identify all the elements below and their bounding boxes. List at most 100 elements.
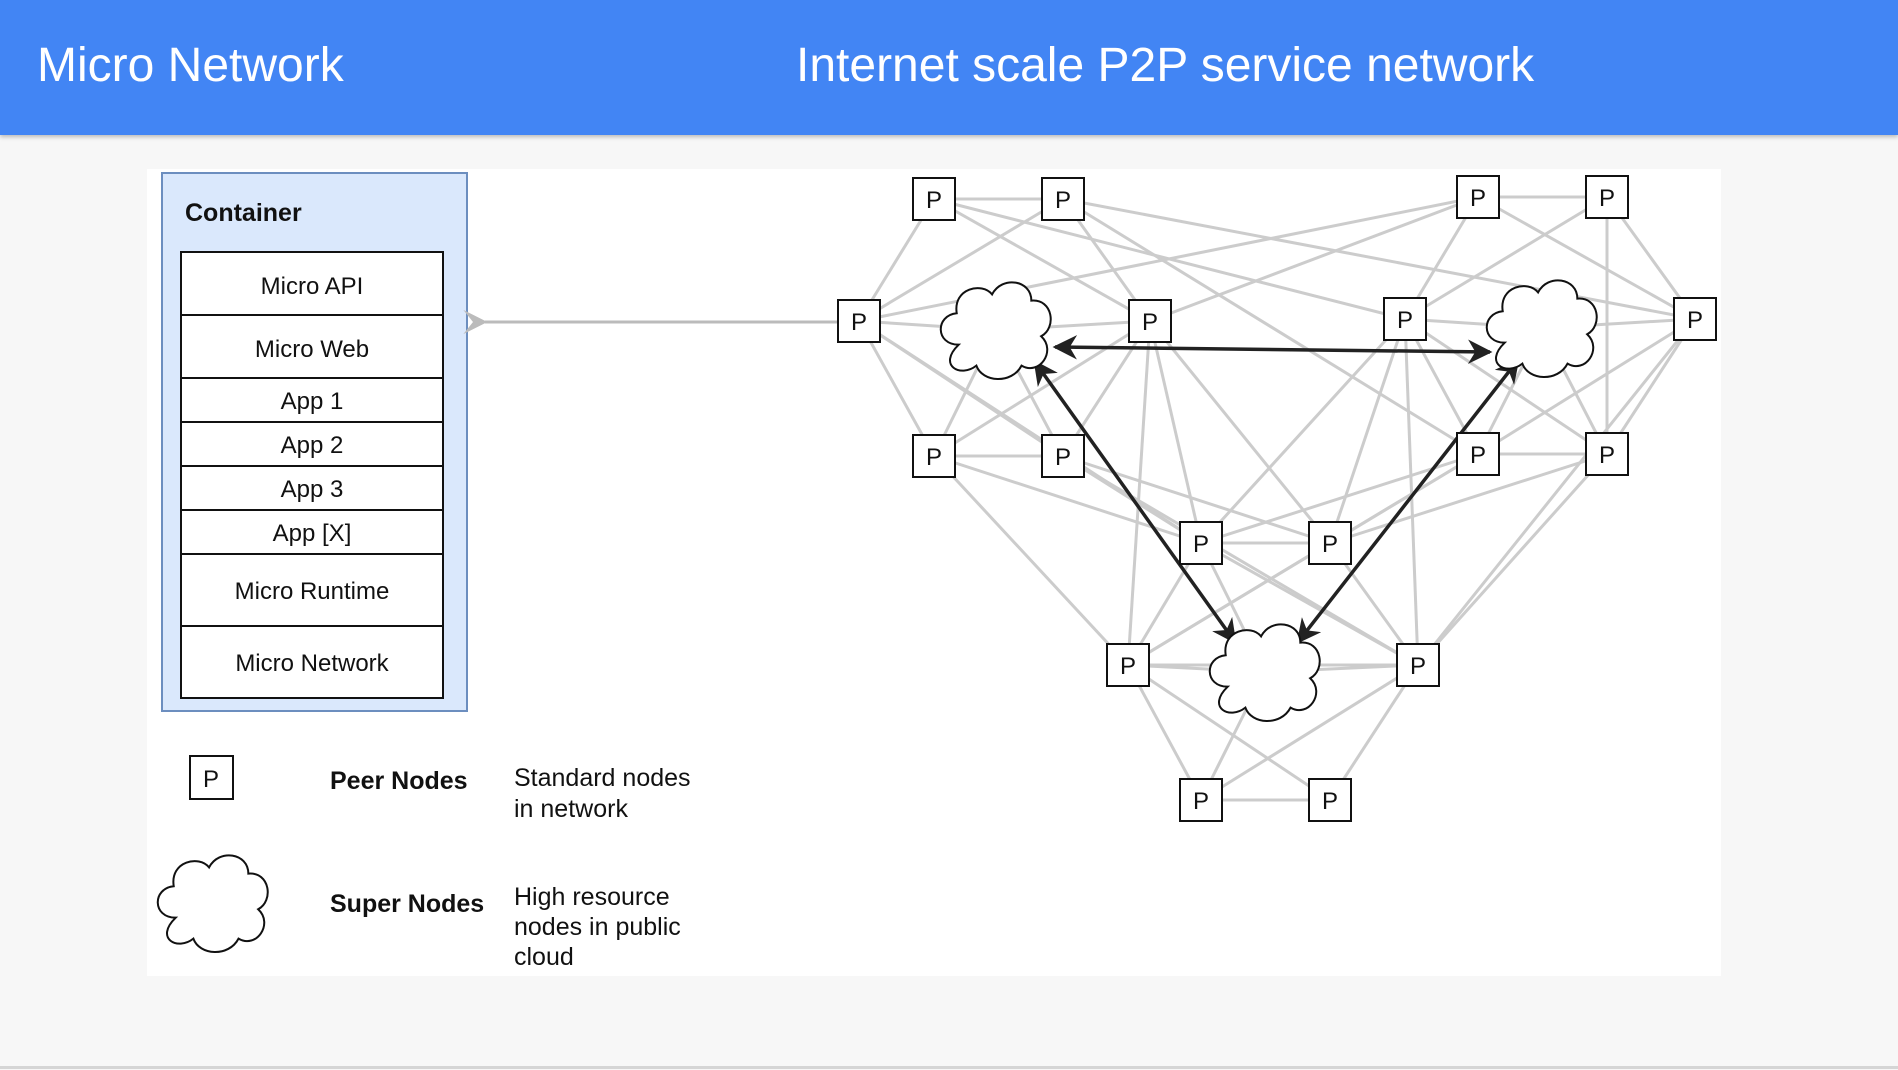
header-bar: Micro Network Internet scale P2P service… (0, 0, 1898, 135)
layer-box-micro-network (180, 625, 444, 699)
cloud-icon (939, 281, 1052, 380)
peer-node-label: P (1470, 185, 1486, 212)
peer-node-label: P (1055, 444, 1071, 471)
peer-link (1404, 195, 1608, 321)
peer-link (858, 197, 1064, 323)
peer-node: P (1128, 299, 1172, 343)
peer-node-label: P (1193, 531, 1209, 558)
container-title: Container (185, 199, 302, 227)
peer-node: P (1308, 521, 1352, 565)
peer-node-box (1308, 778, 1352, 822)
peer-node: P (912, 177, 956, 221)
peer-node: P (912, 434, 956, 478)
peer-node-label: P (1142, 309, 1158, 336)
peer-node-box (1106, 643, 1150, 687)
peer-node-box (1179, 778, 1223, 822)
container-stack: Container Micro API Micro Web App 1 App … (161, 172, 468, 712)
peer-node-box (1673, 297, 1717, 341)
peer-node-label: P (1322, 788, 1338, 815)
peer-node-label: P (1470, 442, 1486, 469)
legend-super-desc-line-1: High resource (514, 883, 670, 911)
peer-node-box (1396, 643, 1440, 687)
peer-node-box (1041, 434, 1085, 478)
peer-node-box (1041, 177, 1085, 221)
peer-node-box (1308, 521, 1352, 565)
cloud-icon (156, 854, 269, 953)
peer-node-box (1383, 297, 1427, 341)
peer-node-label: P (1055, 187, 1071, 214)
bottom-rule (0, 1066, 1898, 1069)
slide-title-right: Internet scale P2P service network (796, 39, 1535, 92)
legend-super-name: Super Nodes (330, 890, 484, 918)
super-nodes (939, 279, 1598, 722)
peer-node-box (1179, 521, 1223, 565)
peer-node: P (837, 299, 881, 343)
layer-box-app-x (180, 509, 444, 555)
legend-peer-desc-line-2: in network (514, 795, 628, 823)
peer-nodes: P P P P P P P P P P P P P P P P P P (837, 175, 1717, 822)
peer-link (1200, 663, 1419, 802)
legend-peer-desc-line-1: Standard nodes (514, 764, 691, 792)
slide-title-left: Micro Network (37, 39, 344, 92)
layer-micro-api: Micro API (261, 273, 364, 300)
peer-node: P (1041, 177, 1085, 221)
peer-node-label: P (1599, 442, 1615, 469)
peer-node: P (1396, 643, 1440, 687)
peer-node-box (1128, 299, 1172, 343)
super-link-right-bottom (1296, 358, 1520, 644)
peer-node-box (1585, 432, 1629, 476)
peer-link (857, 320, 936, 457)
layer-micro-runtime: Micro Runtime (235, 578, 390, 605)
super-node-links (1033, 335, 1520, 644)
peer-node-label: P (926, 444, 942, 471)
layer-app-1: App 1 (281, 388, 344, 415)
peer-node-label: P (1397, 307, 1413, 334)
cloud-icon (1485, 279, 1598, 378)
peer-node: P (1308, 778, 1352, 822)
peer-node-box (1456, 175, 1500, 219)
peer-link (1477, 195, 1696, 321)
peer-link (1126, 320, 1152, 666)
peer-link (1605, 318, 1697, 455)
layer-app-x: App [X] (273, 520, 352, 547)
super-link-left-right (1052, 335, 1493, 364)
peer-link (1328, 664, 1420, 801)
peer-node-box (1585, 175, 1629, 219)
legend-super-desc-line-2: nodes in public (514, 913, 681, 941)
layer-box-micro-api (180, 251, 444, 316)
layer-app-3: App 3 (281, 476, 344, 503)
peer-node: P (1456, 175, 1500, 219)
peer-node: P (1179, 521, 1223, 565)
peer-link (1126, 664, 1203, 801)
peer-node: P (1383, 297, 1427, 341)
peer-node-label: P (926, 187, 942, 214)
layer-micro-network: Micro Network (235, 650, 389, 677)
layer-box-micro-runtime (180, 553, 444, 627)
peer-node: P (1585, 175, 1629, 219)
peer-link (1149, 195, 1479, 323)
super-link-left-bottom (1033, 360, 1237, 644)
legend-super-desc-line-3: cloud (514, 943, 574, 971)
peer-node-label: P (1193, 788, 1209, 815)
peer-node-label: P (1599, 185, 1615, 212)
layer-box-app-1 (180, 377, 444, 423)
peer-link (1127, 663, 1331, 802)
peer-node: P (1106, 643, 1150, 687)
peer-node-box (837, 299, 881, 343)
peer-node-label: P (1410, 653, 1426, 680)
layer-micro-web: Micro Web (255, 336, 369, 363)
peer-node-box (1456, 432, 1500, 476)
peer-node: P (1585, 432, 1629, 476)
peer-node: P (1673, 297, 1717, 341)
peer-node-label: P (1687, 307, 1703, 334)
peer-node-label: P (1322, 531, 1338, 558)
legend-peer-symbol (189, 755, 234, 800)
cloud-icon (1208, 623, 1321, 722)
peer-node: P (1179, 778, 1223, 822)
legend-peer-letter: P (203, 766, 219, 793)
peer-node: P (1041, 434, 1085, 478)
peer-node: P (1456, 432, 1500, 476)
peer-node-box (912, 177, 956, 221)
